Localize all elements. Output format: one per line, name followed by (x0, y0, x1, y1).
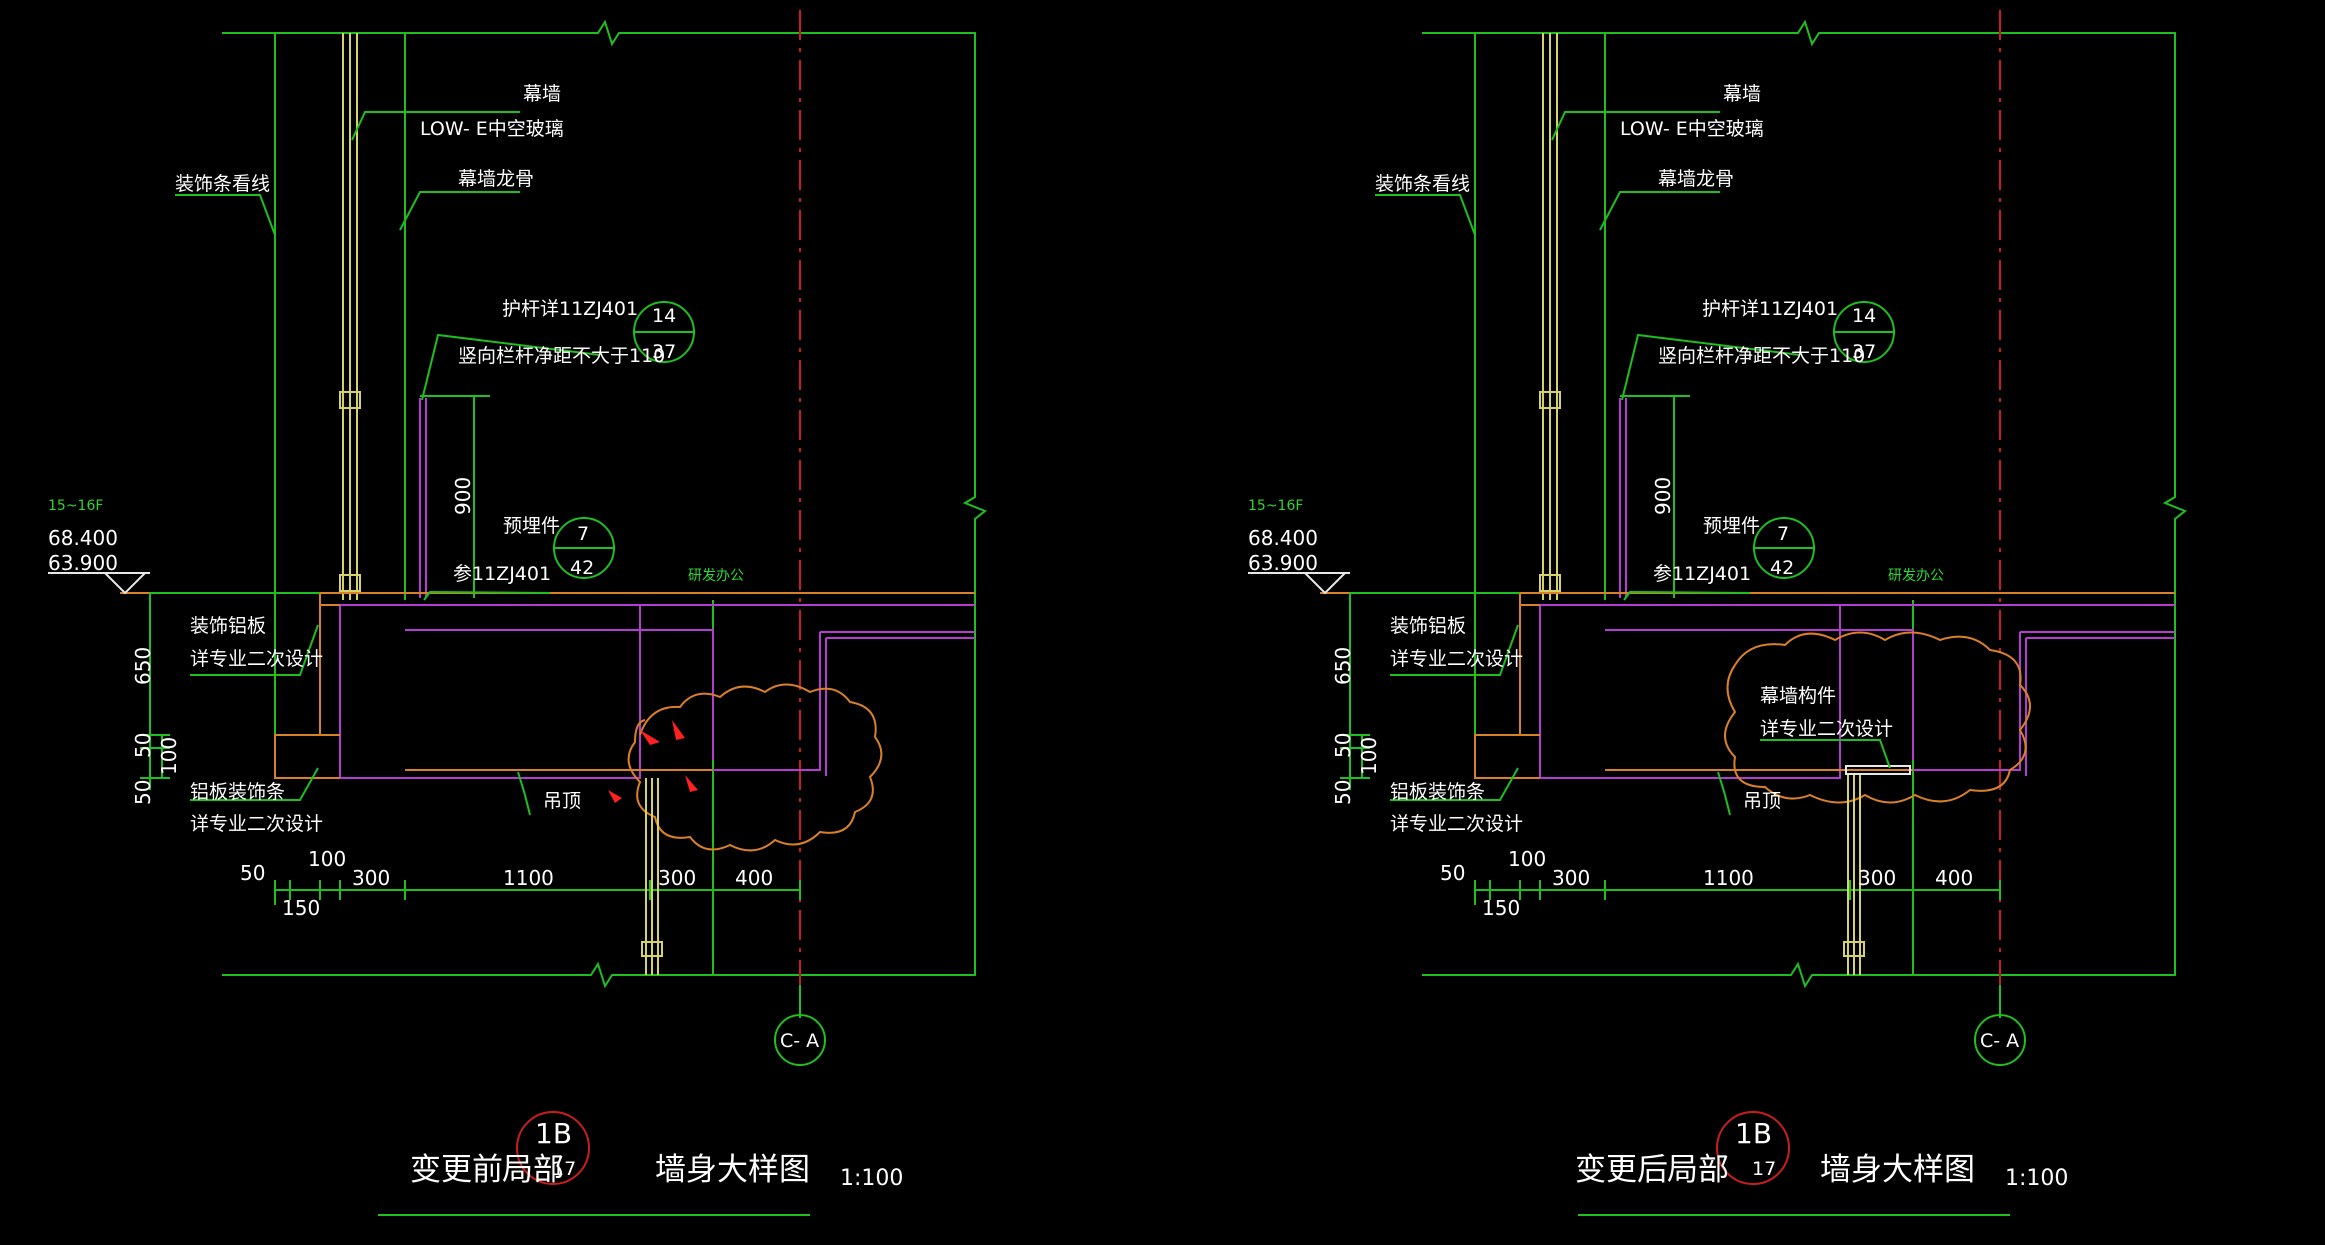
title-prefix-after: 变更后 (1575, 1152, 1668, 1188)
vdim-100: 100 (1357, 737, 1381, 775)
label-embed-sym-top: 7 (1777, 523, 1789, 545)
detail-id-before: 1B (535, 1117, 572, 1150)
title-prefix-before: 变更前 (410, 1152, 503, 1188)
title-main-after: 墙身大样图 (1820, 1152, 1975, 1188)
vdim-50a: 50 (1331, 733, 1355, 758)
label-trim-line: 装饰条看线 (175, 173, 270, 195)
label-trim-2: 详专业二次设计 (190, 813, 323, 835)
label-level-1: 68.400 (48, 526, 118, 550)
label-curtain-wall: 幕墙 (523, 83, 561, 105)
label-level-2: 63.900 (1248, 551, 1318, 575)
hdim-50: 50 (240, 861, 265, 885)
label-mullion: 幕墙龙骨 (1658, 168, 1734, 190)
hdim-400: 400 (1935, 866, 1973, 890)
revision-cloud-after (1724, 631, 2031, 804)
label-embed-ref: 参11ZJ401 (453, 563, 551, 585)
label-railing-ref: 护杆详11ZJ401 (1702, 298, 1838, 320)
label-mullion: 幕墙龙骨 (458, 168, 534, 190)
label-railing-sym-bot: 37 (1852, 341, 1876, 363)
label-railing-ref: 护杆详11ZJ401 (502, 298, 638, 320)
detail-id-after: 1B (1735, 1117, 1772, 1150)
hdim-300a: 300 (1552, 866, 1590, 890)
hdim-300b: 300 (1858, 866, 1896, 890)
hdim-300a: 300 (352, 866, 390, 890)
detail-sheet-after: 17 (1752, 1158, 1776, 1180)
vdim-650: 650 (131, 647, 155, 685)
vdim-50b: 50 (1331, 780, 1355, 805)
column-after (1843, 765, 1911, 975)
label-embed-sym-bot: 42 (1770, 557, 1794, 579)
hdim-400: 400 (735, 866, 773, 890)
label-floor-range: 15~16F (1248, 498, 1303, 514)
label-axis: C- A (780, 1030, 819, 1052)
hdim-150: 150 (282, 896, 320, 920)
label-trim-1: 铝板装饰条 (190, 781, 285, 803)
label-panel-1: 装饰铝板 (1390, 615, 1466, 637)
label-embed-ref: 参11ZJ401 (1653, 563, 1751, 585)
label-glass: LOW- E中空玻璃 (1620, 118, 1764, 140)
vdim-50b: 50 (131, 780, 155, 805)
label-room: 研发办公 (1888, 568, 1944, 584)
label-railing-spacing: 竖向栏杆净距不大于110 (458, 345, 665, 367)
title-mid-after: 局部 (1667, 1152, 1729, 1188)
label-cw-member-1: 幕墙构件 (1760, 685, 1836, 707)
hdim-50: 50 (1440, 861, 1465, 885)
title-main-before: 墙身大样图 (655, 1152, 810, 1188)
label-level-2: 63.900 (48, 551, 118, 575)
label-embed-sym-top: 7 (577, 523, 589, 545)
hdim-100: 100 (308, 847, 346, 871)
hdim-100: 100 (1508, 847, 1546, 871)
hdim-150: 150 (1482, 896, 1520, 920)
label-panel-1: 装饰铝板 (190, 615, 266, 637)
label-panel-2: 详专业二次设计 (1390, 648, 1523, 670)
label-railing-sym-top: 14 (652, 305, 676, 327)
hdim-1100: 1100 (1703, 866, 1754, 890)
title-mid-before: 局部 (502, 1152, 564, 1188)
label-axis: C- A (1980, 1030, 2019, 1052)
label-glass: LOW- E中空玻璃 (420, 118, 564, 140)
vdim-50a: 50 (131, 733, 155, 758)
label-cw-member-2: 详专业二次设计 (1760, 718, 1893, 740)
labels-after: 幕墙 LOW- E中空玻璃 幕墙龙骨 装饰条看线 护杆详11ZJ401 竖向栏杆… (1248, 83, 2068, 1191)
label-curtain-wall: 幕墙 (1723, 83, 1761, 105)
vdim-100: 100 (157, 737, 181, 775)
labels-before: 幕墙 LOW- E中空玻璃 幕墙龙骨 装饰条看线 护杆详11ZJ401 竖向栏杆… (48, 83, 903, 1191)
label-trim-2: 详专业二次设计 (1390, 813, 1523, 835)
label-embed-sym-bot: 42 (570, 557, 594, 579)
label-ceiling: 吊顶 (543, 790, 581, 812)
label-floor-range: 15~16F (48, 498, 103, 514)
change-arrows (608, 720, 698, 803)
hdim-1100: 1100 (503, 866, 554, 890)
vdim-650: 650 (1331, 647, 1355, 685)
scale-before: 1:100 (840, 1166, 903, 1191)
label-railing-sym-top: 14 (1852, 305, 1876, 327)
label-embed: 预埋件 (1703, 515, 1760, 537)
label-railing-spacing: 竖向栏杆净距不大于110 (1658, 345, 1865, 367)
dim-900: 900 (451, 477, 475, 515)
label-embed: 预埋件 (503, 515, 560, 537)
label-trim-1: 铝板装饰条 (1390, 781, 1485, 803)
detail-sheet-before: 17 (552, 1158, 576, 1180)
column-before (641, 778, 663, 975)
revision-cloud-before (627, 683, 883, 852)
label-room: 研发办公 (688, 568, 744, 584)
panel-before (47, 9, 986, 1216)
label-trim-line: 装饰条看线 (1375, 173, 1470, 195)
label-ceiling: 吊顶 (1743, 790, 1781, 812)
panel-after (1247, 9, 2186, 1216)
label-level-1: 68.400 (1248, 526, 1318, 550)
label-railing-sym-bot: 37 (652, 341, 676, 363)
dim-900: 900 (1651, 477, 1675, 515)
hdim-300b: 300 (658, 866, 696, 890)
scale-after: 1:100 (2005, 1166, 2068, 1191)
label-panel-2: 详专业二次设计 (190, 648, 323, 670)
